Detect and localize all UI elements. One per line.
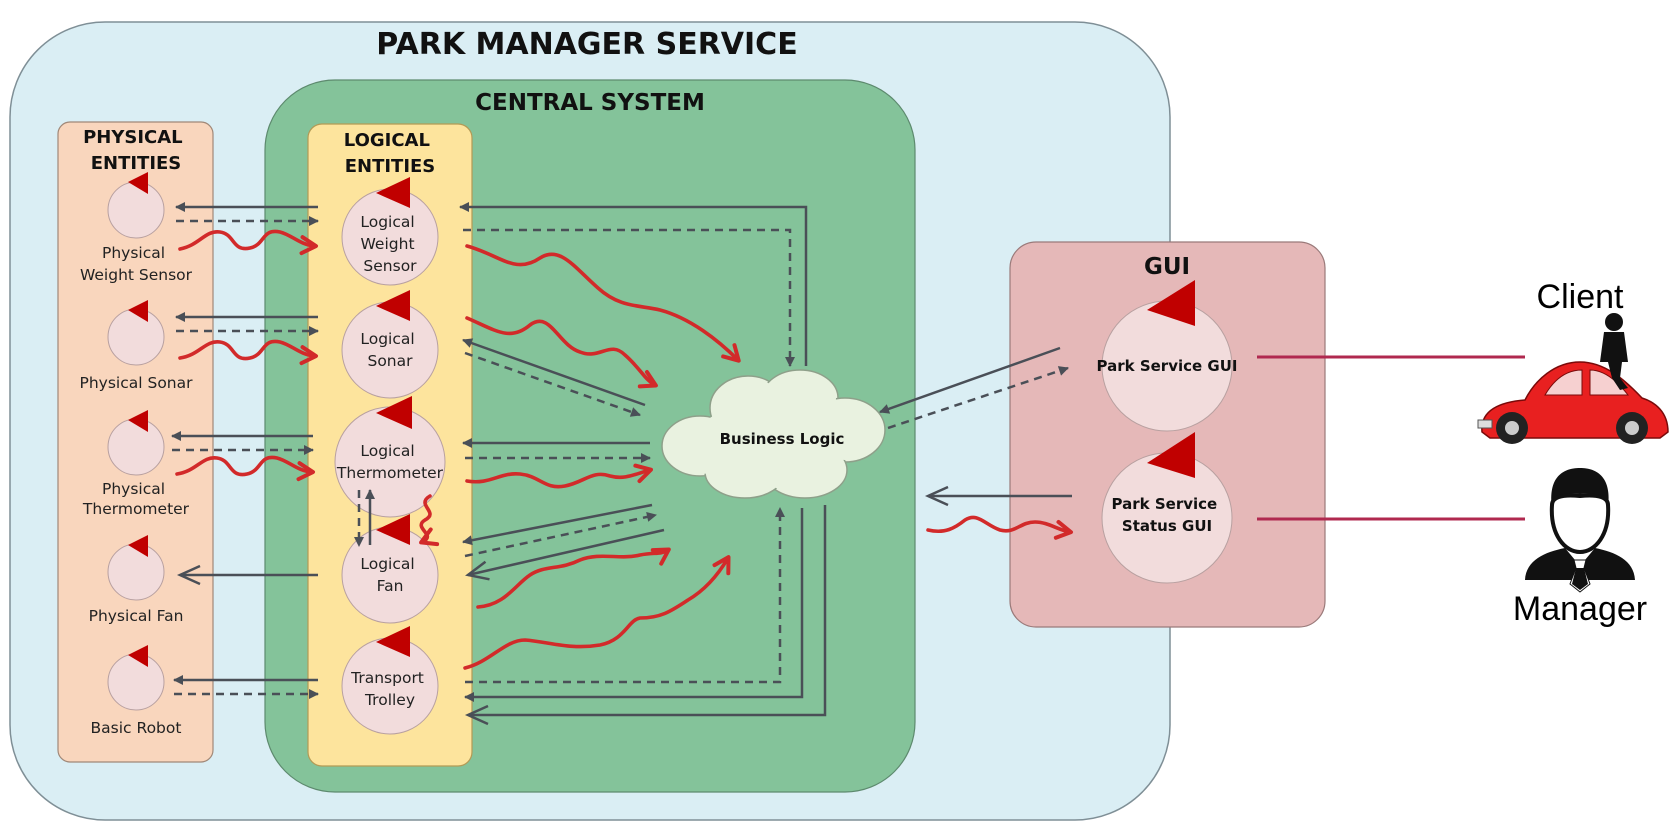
flag-icon xyxy=(128,172,148,194)
gui-component-label: Park Service GUI xyxy=(1097,357,1238,375)
client-label: Client xyxy=(1537,278,1624,316)
physical-entity-label: Physical Fan xyxy=(89,607,184,625)
logical-entity-label: Logical Fan xyxy=(360,555,419,595)
logical-entity-label-line: Logical xyxy=(360,442,414,460)
physical-title: PHYSICAL ENTITIES xyxy=(83,127,189,174)
flag-icon xyxy=(376,514,410,545)
logical-sonar-node xyxy=(341,301,439,399)
manager-label: Manager xyxy=(1513,590,1647,628)
event-wave xyxy=(419,494,440,547)
flag-icon xyxy=(376,396,412,429)
gui-component-label-line: Park Service xyxy=(1112,495,1218,513)
flag-icon xyxy=(376,626,410,657)
reply-arrow xyxy=(887,366,1069,430)
gui-box xyxy=(1009,241,1326,628)
command-arrow xyxy=(464,505,827,726)
command-arrow xyxy=(459,202,808,366)
logical-entity-label-line: Logical xyxy=(360,213,414,231)
flag-icon xyxy=(128,535,148,557)
flag-icon xyxy=(128,410,148,432)
physical-entity-label-line: Thermometer xyxy=(82,500,190,518)
manager-icon xyxy=(1525,468,1635,593)
event-wave xyxy=(178,229,318,256)
logical-title-line: ENTITIES xyxy=(345,156,436,177)
command-arrow xyxy=(462,338,646,407)
car-icon xyxy=(1477,361,1669,444)
gui-component-label-line: Park Service GUI xyxy=(1097,357,1238,375)
flag-icon xyxy=(1147,280,1195,326)
cloud-fill xyxy=(664,372,883,496)
logical-entity-label-line: Logical xyxy=(360,330,414,348)
event-wave xyxy=(465,463,653,489)
logical-entity-label-line: Thermometer xyxy=(336,464,444,482)
logical-entity-label-line: Trolley xyxy=(364,691,415,709)
reply-arrow xyxy=(463,228,795,367)
thermometer-fan-arrows xyxy=(354,489,375,547)
physical-thermometer-node xyxy=(107,418,165,476)
logical-entity-label-line: Fan xyxy=(377,577,404,595)
physical-entity-label-line: Physical xyxy=(102,480,165,498)
logical-thermometer-node xyxy=(334,406,446,518)
gui-component-label-line: Status GUI xyxy=(1122,517,1212,535)
event-wave xyxy=(463,555,731,670)
logical-entity-label-line: Sonar xyxy=(367,352,413,370)
service-title: PARK MANAGER SERVICE xyxy=(376,27,797,62)
physical-entity-label-line: Physical Fan xyxy=(89,607,184,625)
command-arrow xyxy=(464,508,804,702)
business-logic-label: Business Logic xyxy=(720,430,845,448)
reply-arrow xyxy=(464,512,657,558)
logical-title-line: LOGICAL xyxy=(344,130,430,151)
physical-fan-node xyxy=(107,543,165,601)
command-arrow xyxy=(465,528,665,581)
flag-icon xyxy=(376,290,410,321)
physical-entity-label-line: Weight Sensor xyxy=(80,266,193,284)
central-title: CENTRAL SYSTEM xyxy=(475,90,705,116)
physical-entity-label: Basic Robot xyxy=(91,719,182,737)
event-wave xyxy=(178,339,318,366)
physical-weight-sensor-node xyxy=(107,181,165,239)
logical-entity-label-line: Weight xyxy=(361,235,415,253)
command-arrow xyxy=(879,346,1061,414)
physical-entity-label-line: Basic Robot xyxy=(91,719,182,737)
basic-robot-node xyxy=(107,653,165,711)
physical-entity-label-line: Physical xyxy=(102,244,165,262)
reply-arrow xyxy=(465,507,785,684)
event-wave xyxy=(175,455,315,482)
logical-entity-label: Logical Thermometer xyxy=(336,442,444,482)
gui-title: GUI xyxy=(1144,254,1190,280)
flag-icon xyxy=(128,300,148,322)
physical-title-line: ENTITIES xyxy=(91,153,182,174)
physical-logical-arrows xyxy=(171,202,319,699)
event-wave xyxy=(465,316,658,389)
logical-entity-label: Logical Sonar xyxy=(360,330,419,370)
physical-entity-label: Physical Sonar xyxy=(80,374,194,392)
physical-title-line: PHYSICAL xyxy=(83,127,183,148)
logical-business-arrows xyxy=(459,202,827,726)
reply-arrow xyxy=(464,351,641,417)
physical-entity-label-line: Physical Sonar xyxy=(80,374,194,392)
logical-title: LOGICAL ENTITIES xyxy=(344,130,437,177)
event-waves xyxy=(175,229,1073,670)
person-icon xyxy=(1600,313,1628,390)
logical-entity-label: Transport Trolley xyxy=(350,669,429,709)
event-wave xyxy=(465,244,741,363)
logical-entity-label-line: Logical xyxy=(360,555,414,573)
flag-icon xyxy=(128,645,148,667)
business-gui-arrows xyxy=(879,346,1072,507)
logical-entity-label-line: Transport xyxy=(350,669,424,687)
physical-entity-label: Physical Thermometer xyxy=(82,480,190,518)
flag-icon xyxy=(1147,432,1195,478)
logical-entity-label: Logical Weight Sensor xyxy=(360,213,419,275)
flag-icon xyxy=(376,177,410,208)
logical-entity-label-line: Sensor xyxy=(363,257,417,275)
command-arrow xyxy=(462,503,653,546)
physical-entity-label: Physical Weight Sensor xyxy=(80,244,193,284)
gui-component-label: Park Service Status GUI xyxy=(1112,495,1223,535)
event-wave xyxy=(476,547,671,609)
event-wave xyxy=(926,515,1073,540)
physical-sonar-node xyxy=(107,308,165,366)
